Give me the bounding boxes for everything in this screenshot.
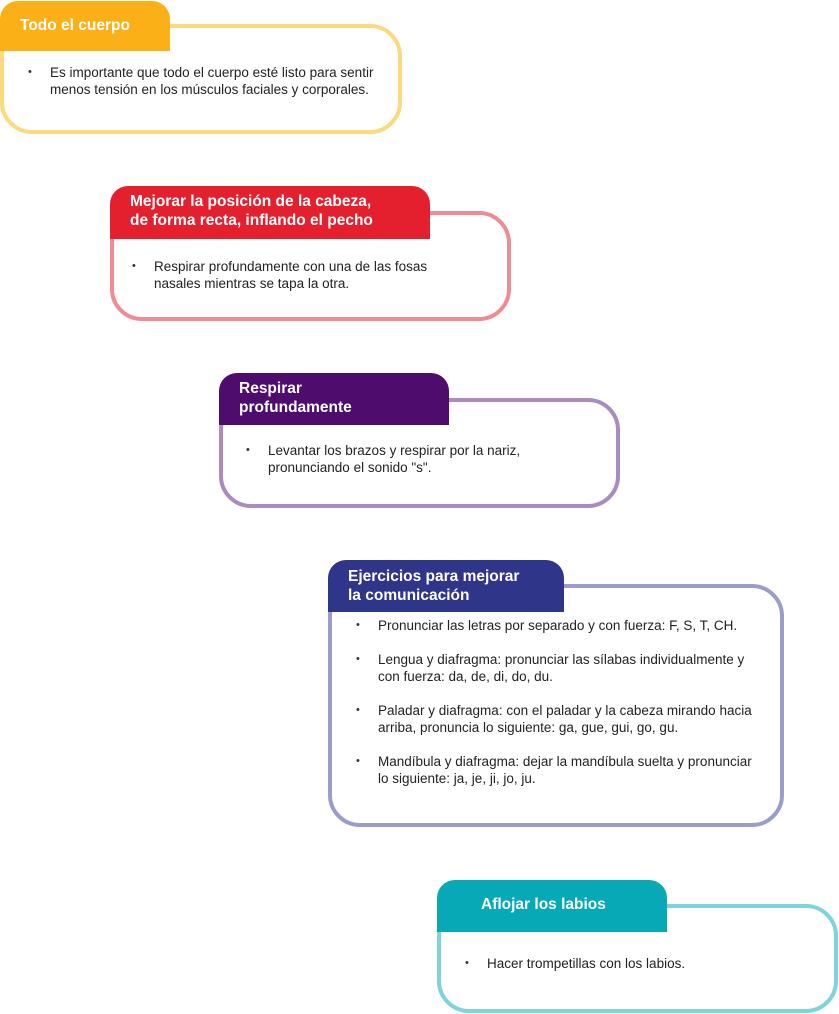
- step-1-item: Es importante que todo el cuerpo esté li…: [28, 64, 378, 98]
- step-4-item-3: Paladar y diafragma: con el paladar y la…: [356, 702, 756, 736]
- step-2-list: Respirar profundamente con una de las fo…: [132, 258, 477, 292]
- step-3-title-line-1: Respirar: [239, 380, 302, 397]
- step-4-item-4: Mandíbula y diafragma: dejar la mandíbul…: [356, 753, 756, 787]
- step-3-title-tab: Respirar profundamente: [219, 373, 449, 425]
- step-5-item: Hacer trompetillas con los labios.: [465, 955, 805, 972]
- step-2-title-tab: Mejorar la posición de la cabeza, de for…: [110, 186, 430, 239]
- step-2-title-line-2: de forma recta, inflando el pecho: [130, 212, 373, 229]
- step-1-title-tab: Todo el cuerpo: [0, 1, 170, 51]
- step-4-list: Pronunciar las letras por separado y con…: [356, 617, 756, 787]
- step-1-list: Es importante que todo el cuerpo esté li…: [28, 64, 378, 98]
- step-4-item-2: Lengua y diafragma: pronunciar las sílab…: [356, 651, 756, 685]
- step-5-title-tab: Aflojar los labios: [437, 880, 667, 932]
- step-3-title-line-2: profundamente: [239, 399, 352, 416]
- step-2-item: Respirar profundamente con una de las fo…: [132, 258, 477, 292]
- step-4-title-line-2: la comunicación: [348, 587, 470, 604]
- step-4-item-1: Pronunciar las letras por separado y con…: [356, 617, 756, 634]
- step-4-title-line-1: Ejercicios para mejorar: [348, 568, 520, 585]
- step-1-title-line: Todo el cuerpo: [20, 17, 130, 34]
- step-2-title-line-1: Mejorar la posición de la cabeza,: [130, 193, 372, 210]
- step-3-item: Levantar los brazos y respirar por la na…: [246, 442, 586, 476]
- step-3-list: Levantar los brazos y respirar por la na…: [246, 442, 586, 476]
- step-4-title-tab: Ejercicios para mejorar la comunicación: [328, 560, 564, 612]
- step-5-list: Hacer trompetillas con los labios.: [465, 955, 805, 972]
- step-5-title-line: Aflojar los labios: [481, 896, 606, 913]
